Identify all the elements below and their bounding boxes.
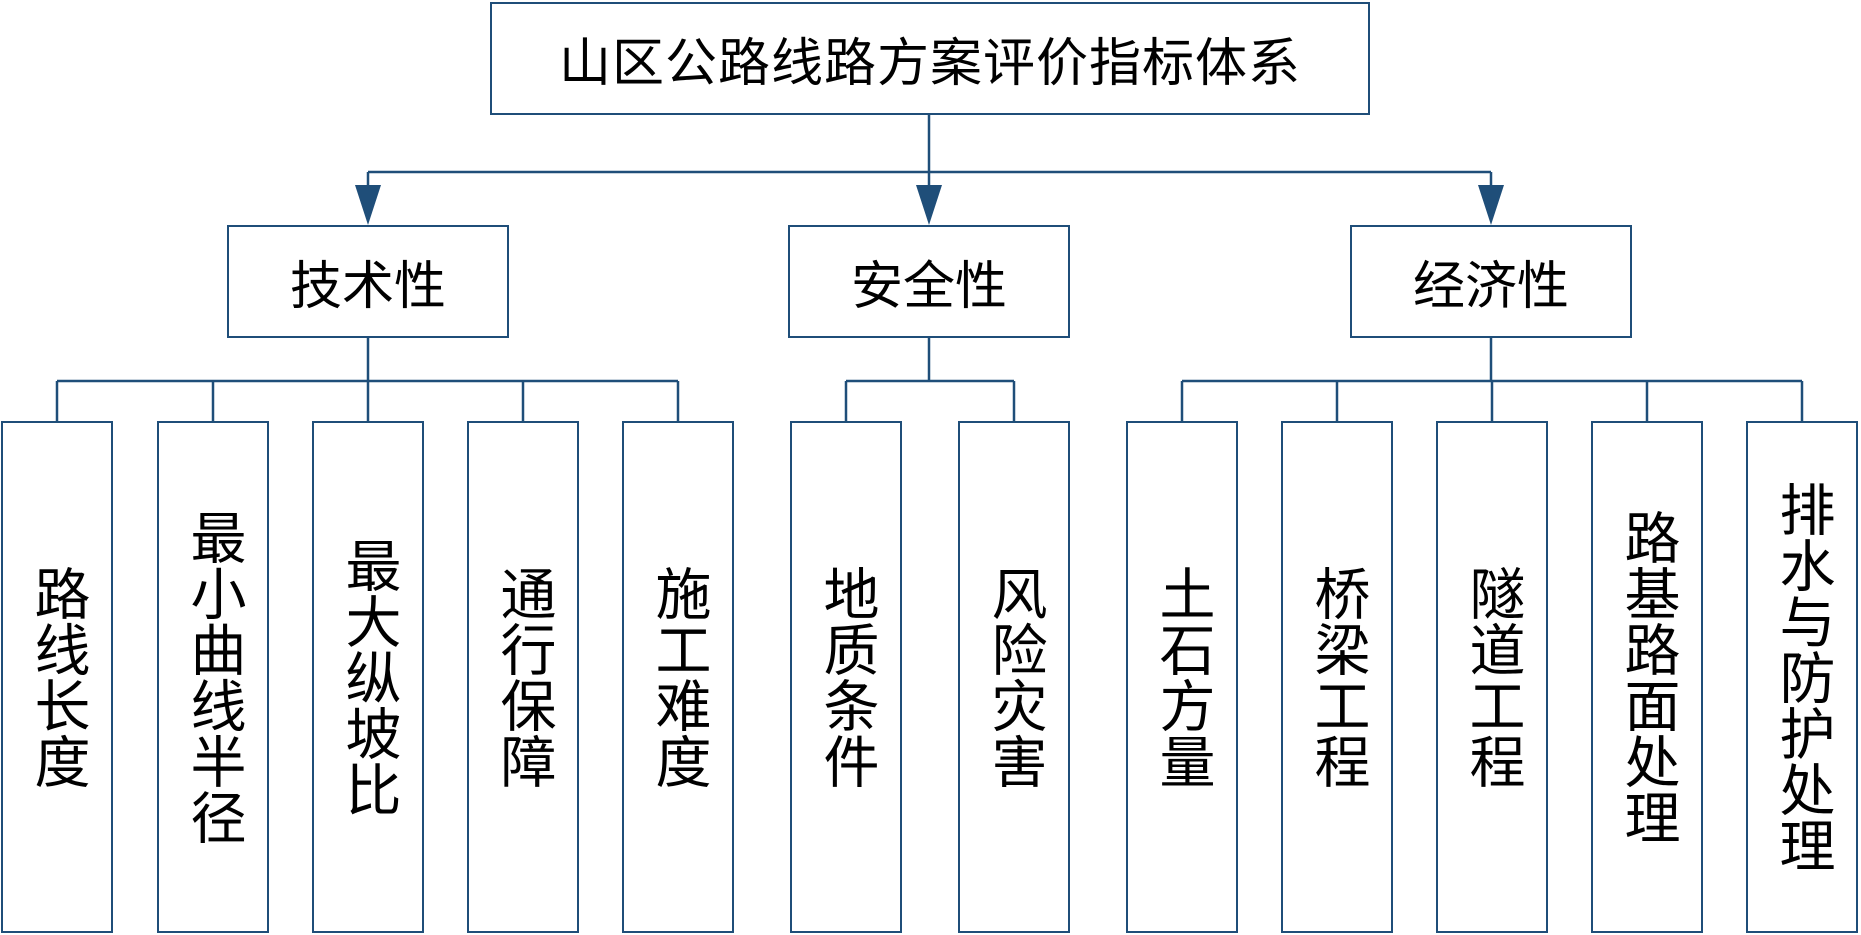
root-node: 山区公路线路方案评价指标体系 xyxy=(490,2,1370,115)
leaf-label: 施工难度 xyxy=(646,565,711,789)
leaf-node: 地质条件 xyxy=(790,421,902,933)
leaf-label: 排水与防护处理 xyxy=(1770,481,1835,873)
leaf-node: 桥梁工程 xyxy=(1281,421,1393,933)
leaf-node: 最大纵坡比 xyxy=(312,421,424,933)
arrow-down-icon xyxy=(355,185,381,225)
leaf-label: 桥梁工程 xyxy=(1305,565,1370,789)
leaf-label: 通行保障 xyxy=(491,565,556,789)
arrow-down-icon xyxy=(1478,185,1504,225)
leaf-label: 隧道工程 xyxy=(1460,565,1525,789)
leaf-node: 路线长度 xyxy=(1,421,113,933)
leaf-label: 风险灾害 xyxy=(982,565,1047,789)
root-node-label: 山区公路线路方案评价指标体系 xyxy=(558,34,1301,94)
leaf-label: 路线长度 xyxy=(25,565,90,789)
category-node-economic: 经济性 xyxy=(1350,225,1632,338)
leaf-label: 路基路面处理 xyxy=(1615,509,1680,845)
leaf-label: 土石方量 xyxy=(1150,565,1215,789)
arrow-down-icon xyxy=(916,185,942,225)
leaf-node: 隧道工程 xyxy=(1436,421,1548,933)
category-label: 经济性 xyxy=(1412,257,1569,317)
leaf-node: 路基路面处理 xyxy=(1591,421,1703,933)
category-label: 技术性 xyxy=(289,257,446,317)
category-label: 安全性 xyxy=(850,257,1007,317)
leaf-label: 最大纵坡比 xyxy=(336,537,401,817)
leaf-node: 通行保障 xyxy=(467,421,579,933)
leaf-node: 排水与防护处理 xyxy=(1746,421,1858,933)
leaf-node: 施工难度 xyxy=(622,421,734,933)
category-node-technical: 技术性 xyxy=(227,225,509,338)
category-node-safety: 安全性 xyxy=(788,225,1070,338)
leaf-label: 地质条件 xyxy=(814,565,879,789)
leaf-node: 最小曲线半径 xyxy=(157,421,269,933)
leaf-label: 最小曲线半径 xyxy=(181,509,246,845)
leaf-node: 风险灾害 xyxy=(958,421,1070,933)
leaf-node: 土石方量 xyxy=(1126,421,1238,933)
